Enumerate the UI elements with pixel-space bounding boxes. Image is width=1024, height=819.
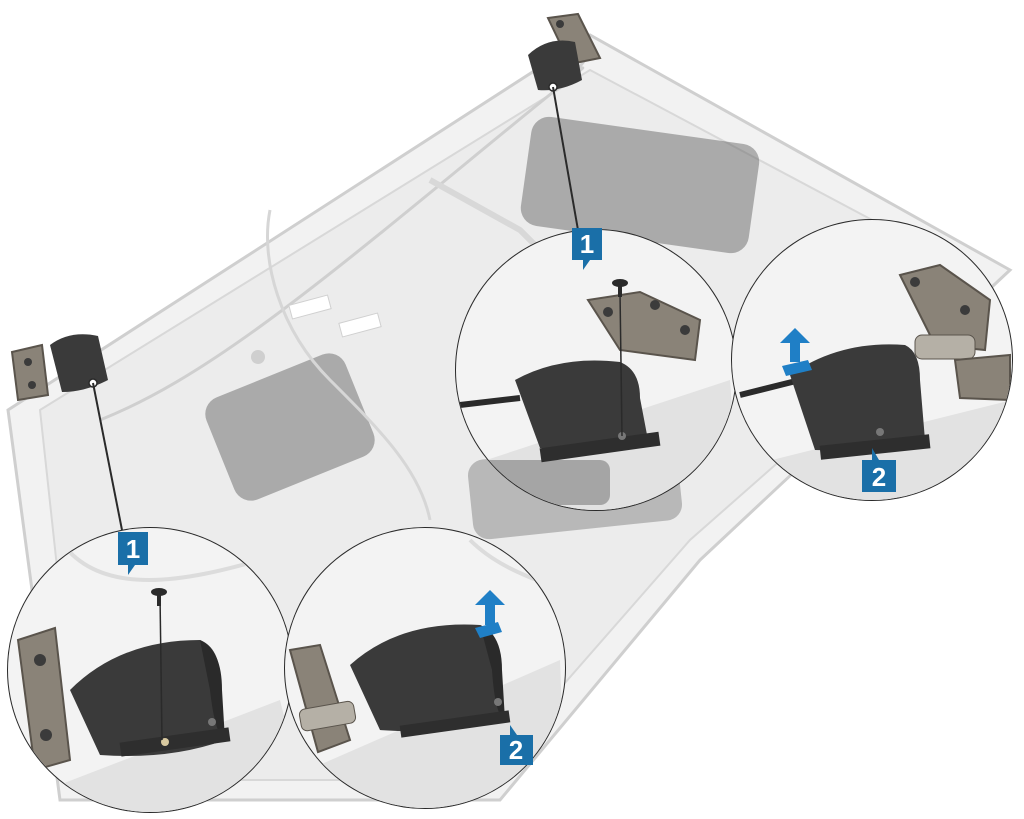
callout-right-lift-cover: 2 [731,219,1013,501]
hinge-cover [528,40,582,91]
hinge-screw-hole [24,358,32,366]
screw-guide-line [159,594,163,741]
hinge-screw-hole [556,20,564,28]
hinge-bracket [953,353,1011,402]
hinge-pin [914,334,976,360]
hinge-cover-zoom [70,640,225,756]
leader-line [552,86,579,231]
step-badge: 2 [500,725,533,765]
step-number: 1 [580,229,594,259]
antenna-cable [266,209,432,521]
screw-guide-line [619,291,623,437]
step-badge: 1 [572,228,602,270]
lift-arrow-icon [780,328,812,376]
adhesive-pad [520,116,760,254]
callout-left-remove-screw: 1 [7,527,293,813]
hinge-pin [298,700,357,732]
step-number: 2 [872,462,886,492]
mount-hole [251,350,265,364]
hinge-bracket [10,343,50,402]
screw-icon [612,279,628,287]
step-number: 2 [509,735,523,765]
hinge-cover-zoom [790,344,925,451]
sticker-label [338,312,382,338]
sticker-label [288,294,332,320]
screw-icon [151,588,167,596]
hinge-cover-zoom [515,360,648,449]
lift-arrow-icon [475,590,505,638]
hinge-cover-zoom [350,624,505,732]
hinge-icon [586,290,702,362]
hinge-icon [16,626,72,772]
step-number: 1 [126,534,140,564]
antenna-cable [99,59,587,422]
hinge-icon [898,263,992,352]
display-cable [739,377,801,398]
right-hinge-assembly [528,12,602,92]
step-badge: 2 [862,448,896,492]
callout-right-remove-screw: 1 [455,228,737,511]
left-hinge-assembly [10,334,108,402]
display-cable [459,395,521,408]
leader-line [92,382,123,531]
adhesive-pad [205,353,375,501]
hinge-screw-hole [28,381,36,389]
hinge-cover [50,334,108,392]
step-badge: 1 [118,532,148,575]
callout-left-lift-cover: 2 [284,527,566,809]
